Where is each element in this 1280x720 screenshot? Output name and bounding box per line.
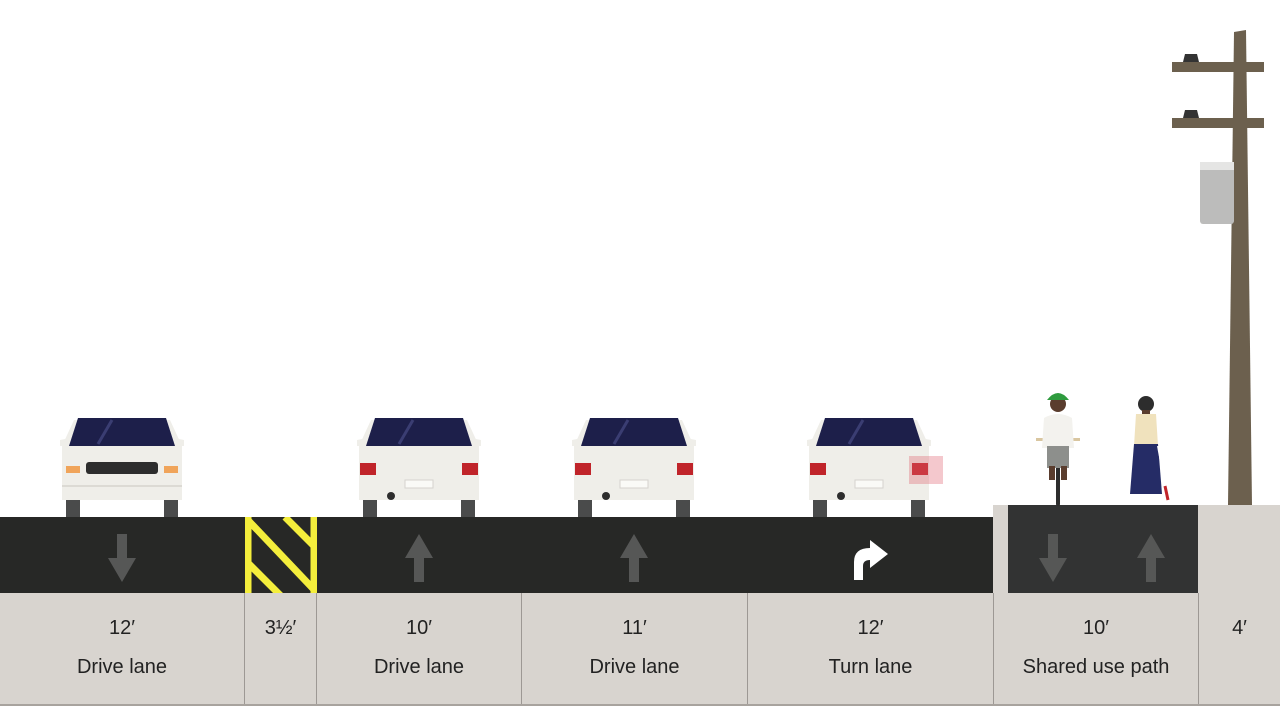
segment-width: 11′	[622, 617, 647, 639]
car-front-view	[60, 418, 184, 517]
shared-use-path-surface	[1008, 505, 1198, 593]
segment-buffer: 3½′	[245, 593, 317, 705]
down-arrow-icon	[1039, 534, 1067, 582]
up-arrow-icon	[405, 534, 433, 582]
segment-width: 3½′	[264, 617, 297, 639]
path-curb	[993, 505, 1008, 593]
up-arrow-icon	[1137, 534, 1165, 582]
pedestrian-figure	[1130, 396, 1170, 504]
cyclist-figure	[1036, 393, 1080, 506]
roadway-asphalt	[0, 517, 993, 593]
car-rear-view	[572, 418, 696, 517]
segment-width: 10′	[406, 617, 432, 639]
sidewalk-strip	[1198, 505, 1280, 593]
segment-name: Shared use path	[1022, 656, 1170, 678]
segment-shared-use-path: 10′ Shared use path	[994, 593, 1199, 705]
segment-name: Drive lane	[76, 656, 168, 678]
segment-width: 12′	[857, 617, 884, 639]
down-arrow-icon	[108, 534, 136, 582]
segment-turn-lane: 12′ Turn lane	[748, 593, 994, 705]
segment-width: 4′	[1232, 617, 1247, 639]
car-rear-view	[807, 418, 943, 517]
segment-name: Drive lane	[373, 656, 465, 678]
segment-drive-lane-1: 12′ Drive lane	[0, 593, 245, 705]
segment-width: 12′	[109, 617, 135, 639]
car-rear-view	[357, 418, 481, 517]
segment-drive-lane-3: 11′ Drive lane	[522, 593, 748, 705]
buffer-hatch	[245, 517, 317, 593]
up-arrow-icon	[620, 534, 648, 582]
segment-name: Drive lane	[589, 656, 680, 678]
right-turn-arrow-icon	[854, 540, 888, 580]
baseline-rule	[0, 704, 1280, 706]
segment-sidewalk: 4′	[1199, 593, 1280, 705]
segment-drive-lane-2: 10′ Drive lane	[317, 593, 522, 705]
segment-name: Turn lane	[828, 656, 913, 678]
segment-width: 10′	[1083, 617, 1109, 639]
utility-pole	[1172, 30, 1264, 505]
